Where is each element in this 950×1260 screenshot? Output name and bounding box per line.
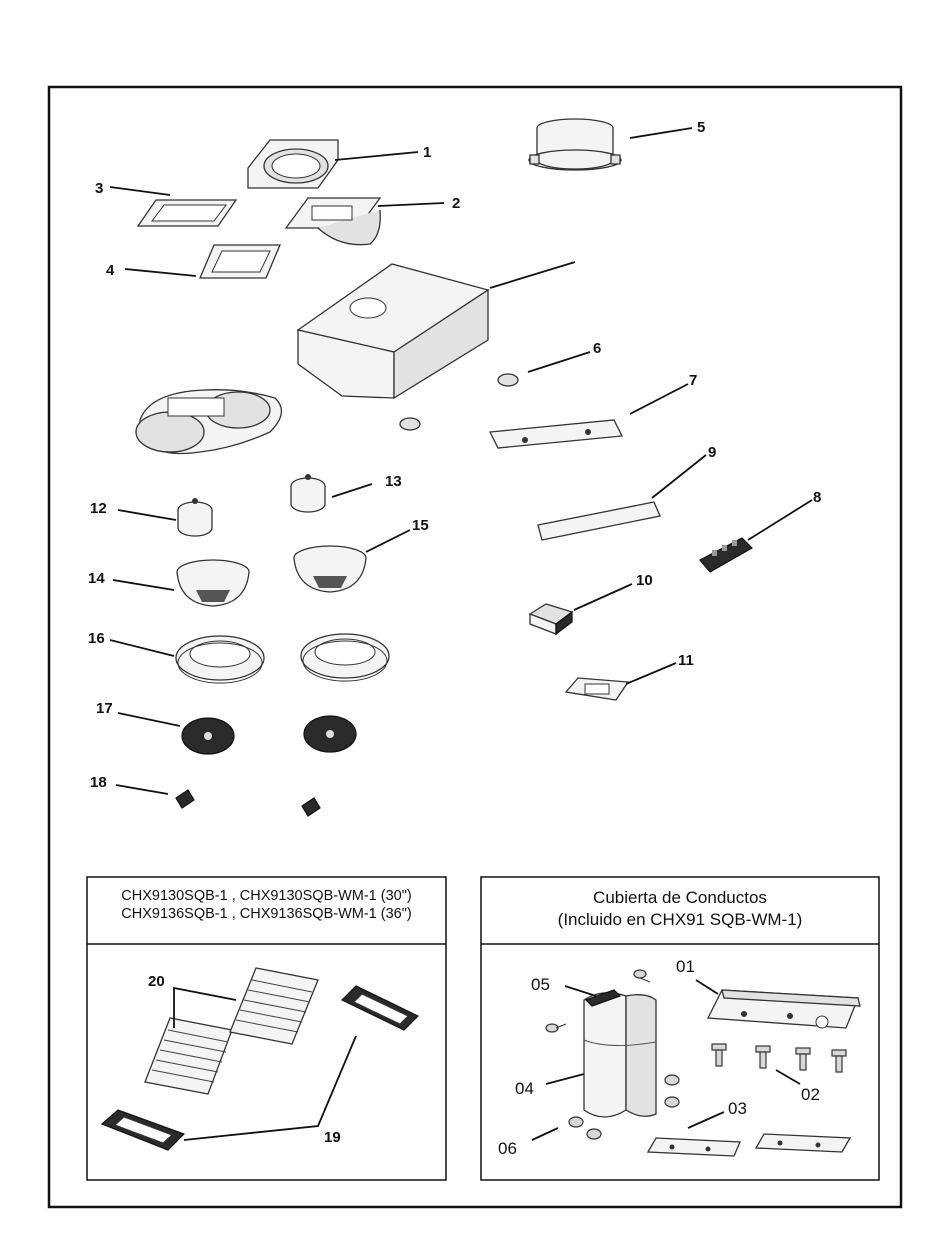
part-19-filter-frame-b [102, 1110, 184, 1150]
callout-16: 16 [88, 630, 105, 647]
filter-box-header: CHX9130SQB-1 , CHX9130SQB-WM-1 (30") CHX… [87, 887, 446, 923]
callout-9: 9 [708, 444, 716, 461]
part-12-motor [178, 498, 212, 536]
part-2-transition-plate [286, 198, 380, 245]
callout-04: 04 [515, 1079, 534, 1098]
part-18-knob [176, 790, 194, 808]
callout-18: 18 [90, 774, 107, 791]
part-14-blower-wheel [177, 560, 249, 606]
part-3-rect-adapter-frame [138, 200, 236, 226]
callout-02: 02 [801, 1085, 820, 1104]
callout-2: 2 [452, 195, 460, 212]
callout-19: 19 [324, 1129, 341, 1146]
callout-15: 15 [412, 517, 429, 534]
part-18-knob-b [302, 798, 320, 816]
callout-1: 1 [423, 144, 431, 161]
part-10-control-box [530, 604, 572, 634]
part-19-filter-frame [342, 986, 418, 1030]
part-16-ring [176, 636, 264, 683]
callout-05: 05 [531, 975, 550, 994]
part-13-motor [291, 474, 325, 512]
blower-housing-plate [136, 390, 281, 454]
callout-20: 20 [148, 973, 165, 990]
callout-13: 13 [385, 473, 402, 490]
part-15-blower-wheel [294, 546, 366, 592]
callout-8: 8 [813, 489, 821, 506]
callout-01: 01 [676, 957, 695, 976]
callout-14: 14 [88, 570, 105, 587]
part-1-round-adapter-plate [248, 140, 338, 188]
part-8-switch-block [700, 538, 752, 572]
part-17-round-filter-b [304, 716, 356, 752]
filter-box-line-1: CHX9130SQB-1 , CHX9130SQB-WM-1 (30") [87, 887, 446, 905]
callout-17: 17 [96, 700, 113, 717]
callout-7: 7 [689, 372, 697, 389]
callout-4: 4 [106, 262, 115, 279]
part-20-charcoal-filter-b [230, 968, 318, 1044]
part-02-wall-anchors [712, 1044, 846, 1072]
callout-06: 06 [498, 1139, 517, 1158]
part-7-light-bar [490, 420, 622, 448]
duct-box-line-1: Cubierta de Conductos [481, 887, 879, 909]
callout-10: 10 [636, 572, 653, 589]
part-4-gasket [200, 245, 280, 278]
part-20-charcoal-filter [145, 1018, 232, 1094]
part-01-mounting-bracket [708, 990, 860, 1028]
range-hood-body [298, 264, 488, 398]
callout-3: 3 [95, 180, 103, 197]
part-04-duct-cover [584, 993, 656, 1117]
callout-11: 11 [678, 652, 694, 669]
callout-6: 6 [593, 340, 601, 357]
duct-box-line-2: (Incluido en CHX91 SQB-WM-1) [481, 909, 879, 931]
filter-box-line-2: CHX9136SQB-1 , CHX9136SQB-WM-1 (36") [87, 905, 446, 923]
part-16-ring-b [301, 634, 389, 681]
part-9-strip [538, 502, 660, 540]
callout-12: 12 [90, 500, 107, 517]
callout-03: 03 [728, 1099, 747, 1118]
part-17-round-filter [182, 718, 234, 754]
part-03-support-brackets [648, 1134, 850, 1156]
callout-5: 5 [697, 119, 705, 136]
part-11-transformer [566, 678, 628, 700]
part-5-duct-collar [529, 119, 621, 170]
duct-box-header: Cubierta de Conductos (Incluido en CHX91… [481, 887, 879, 931]
